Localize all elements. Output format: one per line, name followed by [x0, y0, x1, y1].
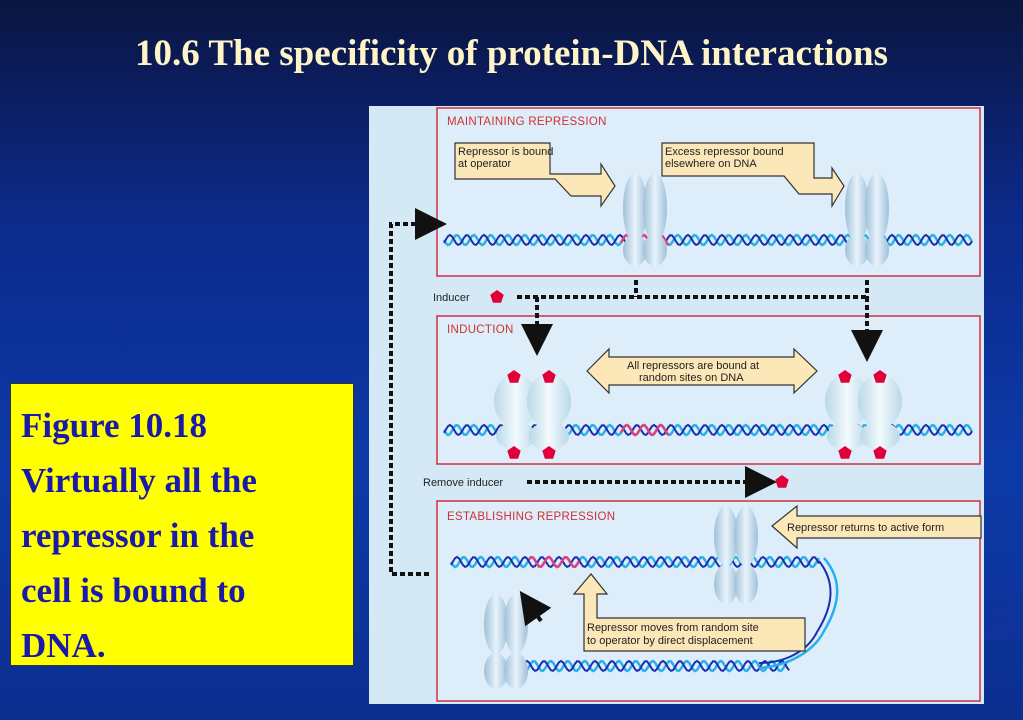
- callout-repressor-returns: Repressor returns to active form: [771, 504, 982, 550]
- repressor-protein: [845, 173, 889, 266]
- inducer-pentagon: [775, 475, 789, 488]
- repressor-protein: [623, 173, 667, 266]
- induction-header: INDUCTION: [447, 324, 514, 336]
- figure-panel: MAINTAINING REPRESSION INDUCTION ESTABLI…: [369, 106, 984, 704]
- pathway-arrows: [389, 208, 883, 627]
- label-repressor-returns: Repressor returns to active form: [787, 522, 944, 534]
- dna-loop: [758, 560, 832, 664]
- label-remove-inducer: Remove inducer: [423, 477, 503, 489]
- maintaining-box: [436, 107, 981, 277]
- inducer-pentagon: [873, 446, 887, 459]
- inducer-pentagon: [873, 370, 887, 383]
- inducer-pentagon: [490, 290, 504, 303]
- caption-line: Virtually all the: [21, 461, 257, 500]
- caption-line: cell is bound to: [21, 571, 246, 610]
- label-inducer: Inducer: [433, 292, 470, 304]
- inducer-pentagon: [507, 446, 521, 459]
- decorative-stripe: [984, 560, 1023, 640]
- inducer-molecules: [490, 290, 887, 488]
- repression-diagram: MAINTAINING REPRESSION INDUCTION ESTABLI…: [389, 107, 982, 702]
- maintaining-header: MAINTAINING REPRESSION: [447, 116, 607, 128]
- label-direct-displacement: to operator by direct displacement: [587, 635, 753, 647]
- induced-repressor: [825, 374, 902, 450]
- label-random-sites: random sites on DNA: [639, 372, 744, 384]
- label-elsewhere-on-dna: elsewhere on DNA: [665, 158, 757, 170]
- caption-line: Figure 10.18: [21, 406, 208, 445]
- inducer-pentagon: [838, 446, 852, 459]
- callout-all-repressors: All repressors are bound at random sites…: [586, 347, 818, 395]
- dna-strand: [449, 555, 821, 569]
- label-at-operator: at operator: [458, 158, 512, 170]
- slide-title: 10.6 The specificity of protein-DNA inte…: [135, 33, 888, 74]
- induced-repressor: [494, 374, 571, 450]
- caption-line: DNA.: [21, 626, 106, 665]
- label-repressor-bound: Repressor is bound: [458, 146, 553, 158]
- callout-repressor-at-operator: Repressor is bound at operator: [454, 142, 616, 208]
- inducer-pentagon: [838, 370, 852, 383]
- dna-loop: [758, 557, 839, 670]
- caption-line: repressor in the: [21, 516, 255, 555]
- inducer-pentagon: [507, 370, 521, 383]
- label-excess-repressor: Excess repressor bound: [665, 146, 784, 158]
- callout-repressor-moves: Repressor moves from random site to oper…: [572, 573, 806, 652]
- establishing-header: ESTABLISHING REPRESSION: [447, 511, 615, 523]
- inducer-pentagon: [542, 446, 556, 459]
- label-repressor-moves: Repressor moves from random site: [587, 622, 759, 634]
- inducer-pentagon: [542, 370, 556, 383]
- figure-caption: Figure 10.18 Virtually all the repressor…: [10, 383, 354, 666]
- label-all-repressors: All repressors are bound at: [627, 360, 759, 372]
- callout-excess-repressor: Excess repressor bound elsewhere on DNA: [661, 142, 845, 209]
- repressor-protein: [714, 506, 758, 604]
- dna-strand: [485, 659, 790, 673]
